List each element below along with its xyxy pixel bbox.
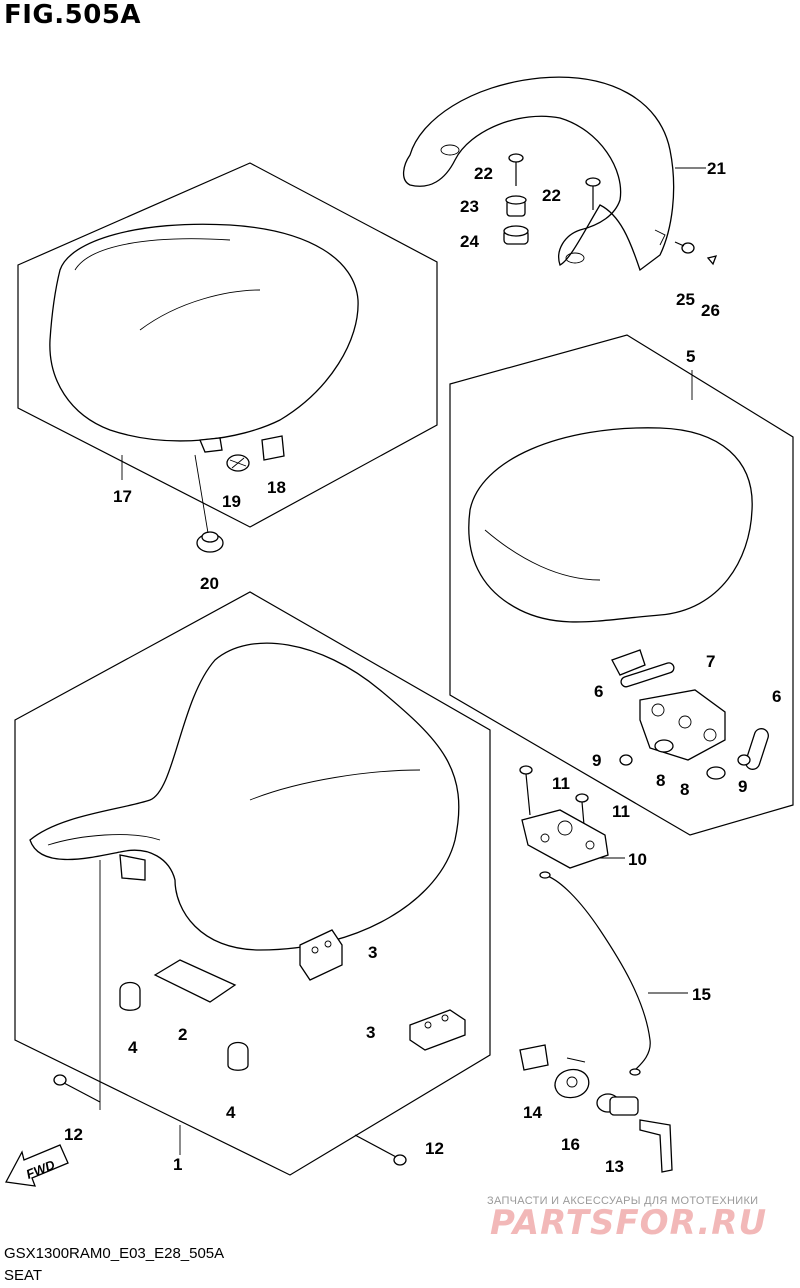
cushion-6a[interactable]	[620, 662, 675, 689]
bolt-11b[interactable]	[575, 793, 589, 826]
callout-17[interactable]: 17	[113, 487, 132, 506]
nut-19[interactable]	[226, 454, 250, 472]
watermark-tagline: ЗАПЧАСТИ И АКСЕССУАРЫ ДЛЯ МОТОТЕХНИКИ	[487, 1195, 759, 1207]
seat-lock-10[interactable]	[521, 809, 609, 869]
callout-5[interactable]: 5	[686, 347, 695, 366]
callout-19[interactable]: 19	[222, 492, 241, 511]
rider-seat-1[interactable]	[29, 642, 460, 951]
pillion-seat-17[interactable]	[49, 223, 359, 453]
callout-13[interactable]: 13	[605, 1157, 624, 1176]
callout-12a[interactable]: 12	[64, 1125, 83, 1144]
callout-4a[interactable]: 4	[128, 1038, 138, 1057]
collar-23[interactable]	[505, 195, 527, 217]
callout-6b[interactable]: 6	[772, 687, 781, 706]
cushion-4a[interactable]	[119, 981, 141, 1011]
callout-3b[interactable]: 3	[366, 1023, 375, 1042]
cushion-3a[interactable]	[299, 929, 343, 981]
callout-11b[interactable]: 11	[612, 802, 630, 821]
nut-8b[interactable]	[706, 766, 726, 780]
callout-11a[interactable]: 11	[552, 774, 570, 793]
callout-12b[interactable]: 12	[425, 1139, 444, 1158]
grommet-18[interactable]	[261, 435, 285, 461]
callout-24[interactable]: 24	[460, 232, 479, 251]
callout-7[interactable]: 7	[706, 652, 715, 671]
bolt-12a[interactable]	[53, 1074, 101, 1103]
leader-20	[194, 454, 209, 534]
section-name: SEAT	[4, 1267, 43, 1284]
callout-20[interactable]: 20	[200, 574, 219, 593]
group-box-pillion-seat	[17, 162, 438, 528]
callout-23[interactable]: 23	[460, 197, 479, 216]
cap-26[interactable]	[706, 255, 718, 266]
callout-22b[interactable]: 22	[542, 186, 561, 205]
bolt-12b[interactable]	[354, 1134, 407, 1166]
callout-18[interactable]: 18	[267, 478, 286, 497]
washer-9b[interactable]	[737, 754, 751, 766]
callout-2[interactable]: 2	[178, 1025, 187, 1044]
nut-8a[interactable]	[654, 739, 674, 753]
group-box-rider-seat	[14, 591, 491, 1176]
bolt-22b[interactable]	[585, 177, 601, 210]
callout-21[interactable]: 21	[707, 159, 726, 178]
cable-15[interactable]	[539, 871, 651, 1076]
bracket-7[interactable]	[639, 689, 726, 761]
fwd-arrow-icon: FWD	[4, 1144, 69, 1187]
callout-8b[interactable]: 8	[680, 780, 689, 799]
band-2[interactable]	[153, 959, 237, 1003]
key-cylinder-13[interactable]	[596, 1093, 673, 1173]
cushion-6b[interactable]	[744, 727, 770, 771]
cushion-4b[interactable]	[227, 1041, 249, 1071]
pillion-handle-21[interactable]	[402, 76, 675, 272]
callout-labels: 1 2 3 3 4 4 5 6 6 7 8 8 9 9 10 11 11 12 …	[64, 159, 781, 1176]
callout-4b[interactable]: 4	[226, 1103, 236, 1122]
callout-3a[interactable]: 3	[368, 943, 377, 962]
model-code: GSX1300RAM0_E03_E28_505A	[4, 1245, 225, 1262]
screw-25[interactable]	[674, 241, 695, 254]
callout-10[interactable]: 10	[628, 850, 647, 869]
callout-8a[interactable]: 8	[656, 771, 665, 790]
bolt-11a[interactable]	[519, 765, 533, 816]
bolt-22a[interactable]	[508, 153, 524, 186]
cushion-24[interactable]	[503, 225, 529, 245]
group-box-seat-cowl	[449, 334, 794, 836]
callout-9a[interactable]: 9	[592, 751, 601, 770]
watermark-brand: PARTSFOR.RU	[490, 1203, 768, 1243]
cushion-20[interactable]	[196, 531, 224, 553]
seat-cowl-5[interactable]	[468, 427, 753, 676]
callout-16[interactable]: 16	[561, 1135, 580, 1154]
callout-26[interactable]: 26	[701, 301, 720, 320]
cushion-3b[interactable]	[409, 1009, 466, 1051]
callout-1[interactable]: 1	[173, 1155, 182, 1174]
callout-22a[interactable]: 22	[474, 164, 493, 183]
figure-title: FIG.505A	[4, 0, 142, 30]
callout-25[interactable]: 25	[676, 290, 695, 309]
callout-9b[interactable]: 9	[738, 777, 747, 796]
callout-14[interactable]: 14	[523, 1103, 542, 1122]
cam-16[interactable]	[554, 1068, 590, 1099]
callout-6a[interactable]: 6	[594, 682, 603, 701]
callout-15[interactable]: 15	[692, 985, 711, 1004]
lock-plate-14[interactable]	[519, 1044, 586, 1071]
washer-9a[interactable]	[619, 754, 633, 766]
